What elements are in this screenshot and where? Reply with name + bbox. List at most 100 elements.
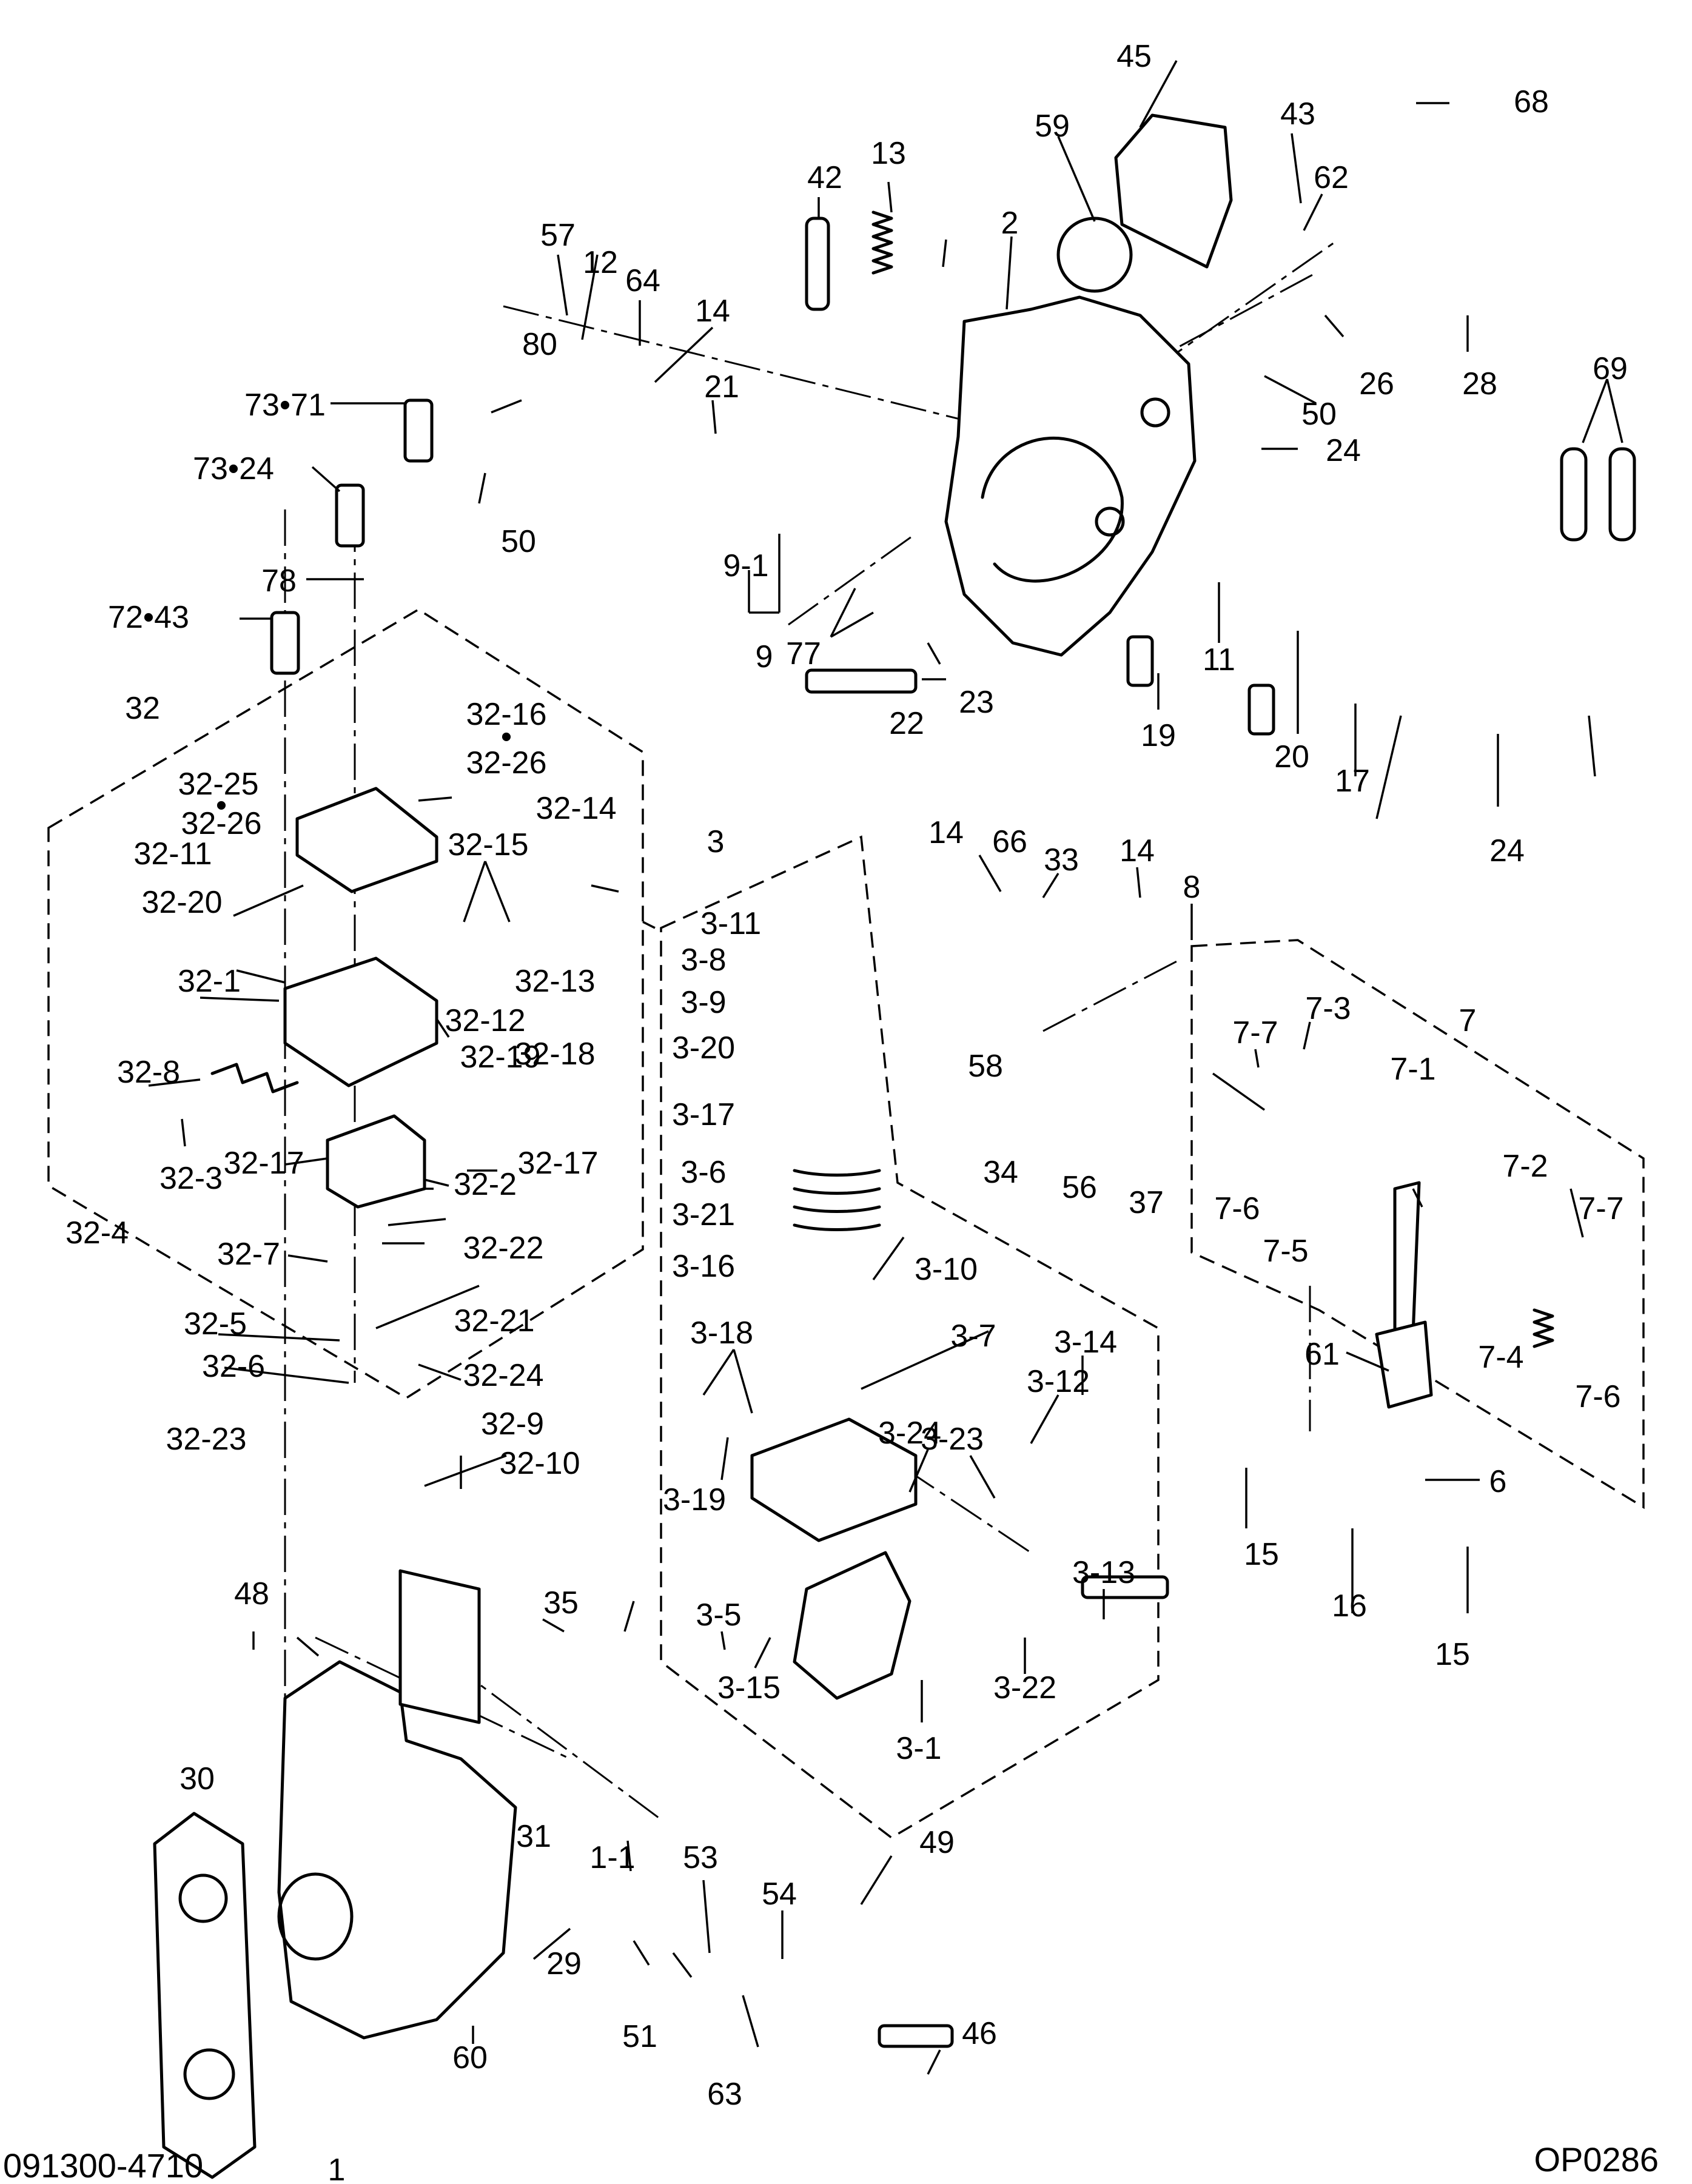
callout-32-24: 32-24 <box>463 1358 544 1393</box>
callout-32-26-b: 32-26 <box>466 745 547 781</box>
callout-7-7-b: 7-7 <box>1578 1191 1623 1226</box>
callout-32-11: 32-11 <box>133 836 212 872</box>
callout-32: 32 <box>125 691 160 726</box>
callout-14-b: 14 <box>928 815 964 850</box>
callout-28: 28 <box>1462 366 1497 402</box>
callout-32-26-a: 32-26 <box>181 806 262 841</box>
callout-3-9: 3-9 <box>680 985 726 1020</box>
callout-32-9: 32-9 <box>481 1406 544 1442</box>
callout-32-1: 32-1 <box>178 964 241 999</box>
callout-3-19: 3-19 <box>663 1482 726 1517</box>
callout-3-21: 3-21 <box>672 1197 735 1232</box>
callout-3-22: 3-22 <box>993 1670 1056 1705</box>
callout-32-2: 32-2 <box>454 1167 517 1202</box>
callout-69: 69 <box>1593 351 1628 386</box>
callout-60: 60 <box>452 2040 488 2075</box>
callout-9-1: 9-1 <box>723 548 768 583</box>
callout-15-a: 15 <box>1244 1537 1279 1572</box>
callout-19: 19 <box>1141 718 1176 753</box>
callout-1-1: 1-1 <box>589 1840 635 1875</box>
callout-58: 58 <box>968 1049 1003 1084</box>
callout-48: 48 <box>234 1576 269 1611</box>
callout-53: 53 <box>683 1840 718 1875</box>
callout-26: 26 <box>1359 366 1394 402</box>
callout-labels: 1 1-1 2 3 3-1 3-5 3-6 3-7 3-8 3-9 3-10 3… <box>65 39 1628 2184</box>
callout-24-b: 24 <box>1489 833 1525 869</box>
callout-3-15: 3-15 <box>717 1670 781 1705</box>
callout-77: 77 <box>786 636 821 671</box>
governor-body-32-1 <box>283 787 438 1087</box>
callout-32-22: 32-22 <box>463 1231 544 1266</box>
callout-17: 17 <box>1335 764 1370 799</box>
callout-6: 6 <box>1489 1464 1507 1499</box>
callout-3-20: 3-20 <box>672 1030 735 1066</box>
callout-56: 56 <box>1062 1170 1097 1205</box>
callout-3-14: 3-14 <box>1054 1325 1117 1360</box>
callout-7-1: 7-1 <box>1390 1052 1435 1087</box>
callout-57: 57 <box>540 218 576 253</box>
callout-16: 16 <box>1332 1588 1367 1624</box>
callout-64: 64 <box>625 263 660 298</box>
callout-22: 22 <box>889 706 924 741</box>
callout-3-16: 3-16 <box>672 1249 735 1284</box>
callout-3-11: 3-11 <box>700 906 761 941</box>
callout-32-17-a: 32-17 <box>224 1146 304 1181</box>
dot-32-25: • <box>216 788 227 823</box>
callout-3-17: 3-17 <box>672 1097 735 1132</box>
leader-lines <box>148 60 1623 2075</box>
callout-7-4: 7-4 <box>1478 1340 1523 1375</box>
callout-32-20: 32-20 <box>142 885 223 920</box>
callout-73-24: 73•24 <box>193 451 274 486</box>
callout-73-71: 73•71 <box>244 388 326 423</box>
callout-31: 31 <box>516 1819 551 1854</box>
callout-32-3: 32-3 <box>159 1161 223 1196</box>
callout-32-17-b: 32-17 <box>518 1146 599 1181</box>
callout-63: 63 <box>707 2077 742 2112</box>
figure-code: OP0286 <box>1534 2140 1659 2179</box>
callout-3-10: 3-10 <box>915 1252 978 1287</box>
callout-68: 68 <box>1514 84 1549 119</box>
callout-61: 61 <box>1304 1337 1340 1372</box>
callout-9: 9 <box>756 639 773 674</box>
callout-54: 54 <box>762 1877 797 1912</box>
callout-12: 12 <box>583 245 618 280</box>
callout-32-5: 32-5 <box>184 1306 247 1342</box>
callout-32-16: 32-16 <box>466 697 547 732</box>
callout-3-7: 3-7 <box>950 1319 996 1354</box>
callout-3-12: 3-12 <box>1027 1364 1090 1399</box>
callout-3-8: 3-8 <box>680 942 726 978</box>
pump-housing-1 <box>277 1569 517 2040</box>
callout-50-b: 50 <box>1301 397 1337 432</box>
callout-7-7-a: 7-7 <box>1232 1015 1278 1050</box>
callout-32-12: 32-12 <box>445 1003 526 1038</box>
dot-32-16: • <box>501 719 512 754</box>
callout-14-a: 14 <box>695 294 730 329</box>
callout-3-13: 3-13 <box>1072 1555 1135 1590</box>
callout-32-10: 32-10 <box>500 1446 580 1481</box>
boundary-assembly-7 <box>1190 939 1645 1510</box>
callout-3-1: 3-1 <box>896 1731 941 1766</box>
callout-37: 37 <box>1129 1185 1164 1220</box>
callout-20: 20 <box>1274 739 1309 774</box>
callout-51: 51 <box>622 2019 657 2054</box>
figure-id: 091300-4710 <box>3 2146 203 2184</box>
callout-32-25: 32-25 <box>178 767 259 802</box>
callout-49: 49 <box>919 1825 955 1860</box>
springs <box>210 210 1636 1348</box>
callout-7: 7 <box>1459 1003 1477 1038</box>
callout-32-23: 32-23 <box>166 1422 247 1457</box>
callout-32-7: 32-7 <box>217 1237 280 1272</box>
callout-14-c: 14 <box>1120 833 1155 869</box>
callout-32-15: 32-15 <box>448 827 529 862</box>
callout-3-24: 3-24 <box>878 1416 941 1451</box>
callout-32-6: 32-6 <box>202 1349 265 1384</box>
callout-3-5: 3-5 <box>696 1598 741 1633</box>
callout-7-3: 7-3 <box>1305 991 1351 1026</box>
callout-3-23: 3-23 <box>921 1422 984 1457</box>
callout-66: 66 <box>992 824 1027 859</box>
callout-15-b: 15 <box>1435 1637 1470 1672</box>
callout-13: 13 <box>871 136 906 171</box>
boundary-assembly-32 <box>47 608 644 1400</box>
callout-45: 45 <box>1116 39 1152 74</box>
